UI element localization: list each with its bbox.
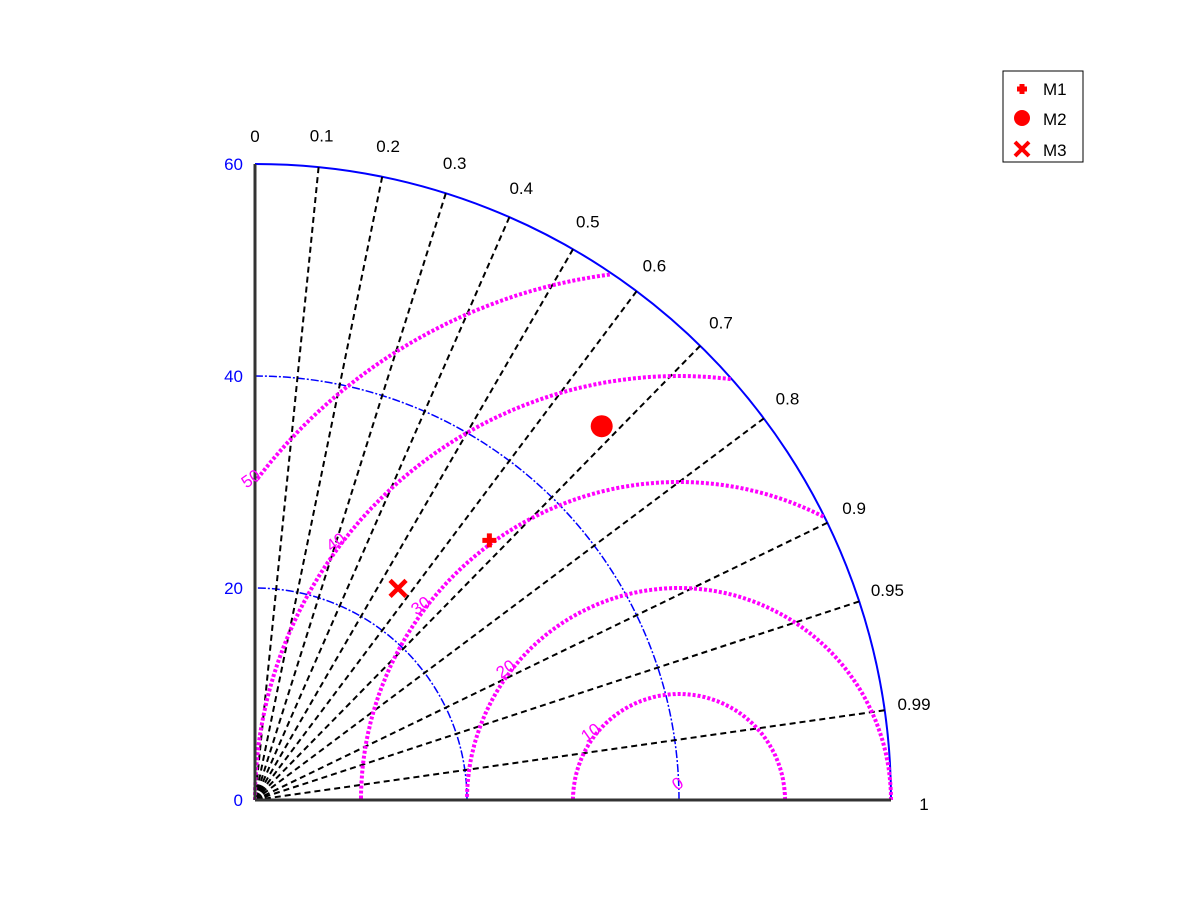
rms-contours	[253, 272, 893, 800]
legend-marker-m2	[1014, 110, 1030, 126]
rms-label-30: 30	[408, 593, 434, 619]
corr-tick-0-8: 0.8	[776, 390, 800, 409]
legend: M1 M2 M3	[1002, 70, 1084, 163]
corr-ray-0-3	[254, 192, 447, 801]
point-m2	[590, 415, 613, 438]
data-points	[388, 415, 613, 598]
corr-ray-0-4	[254, 216, 511, 801]
rms-contour-10	[571, 692, 787, 800]
corr-tick-0-3: 0.3	[443, 154, 467, 173]
corr-ray-0-6	[254, 290, 638, 801]
corr-tick-1: 1	[919, 795, 928, 814]
rms-label-40: 40	[323, 529, 349, 555]
corr-tick-0-4: 0.4	[509, 179, 533, 198]
axes	[253, 164, 891, 802]
legend-marker-m3	[1013, 140, 1031, 158]
rms-label-50: 50	[238, 466, 264, 492]
std-tick-60: 60	[224, 155, 243, 174]
std-arc-40	[254, 375, 680, 801]
legend-marker-m1	[1017, 84, 1027, 94]
correlation-rays	[254, 167, 885, 801]
corr-ray-0-5	[254, 248, 574, 801]
corr-tick-0-6: 0.6	[643, 257, 667, 276]
rms-contour-20	[465, 586, 893, 800]
rms-contour-50	[254, 272, 611, 483]
corr-tick-0-95: 0.95	[871, 581, 904, 600]
corr-tick-0-9: 0.9	[842, 499, 866, 518]
corr-ray-0-99	[254, 709, 885, 801]
legend-label-m2: M2	[1043, 110, 1067, 129]
corr-tick-0-99: 0.99	[897, 695, 930, 714]
corr-tick-0-1: 0.1	[310, 127, 334, 146]
std-grid	[254, 163, 892, 801]
point-m1	[482, 533, 497, 548]
std-tick-40: 40	[224, 367, 243, 386]
rms-label-0: 0	[668, 773, 687, 794]
corr-ray-0-1	[254, 167, 320, 801]
corr-tick-0: 0	[250, 127, 259, 146]
corr-ray-0-95	[254, 600, 860, 801]
corr-ray-0-9	[254, 521, 828, 801]
std-tick-0: 0	[234, 791, 243, 810]
corr-tick-0-7: 0.7	[709, 314, 733, 333]
rms-label-20: 20	[493, 656, 519, 682]
corr-tick-0-5: 0.5	[576, 213, 600, 232]
corr-ray-0-7	[254, 345, 701, 801]
std-arc-20	[254, 587, 468, 801]
rms-contour-30	[359, 480, 825, 800]
std-arc-60	[254, 163, 892, 801]
corr-ray-0-2	[254, 176, 384, 801]
rms-label-10: 10	[577, 719, 603, 745]
point-m3	[388, 578, 408, 598]
legend-label-m3: M3	[1043, 141, 1067, 160]
corr-ray-0-8	[254, 417, 765, 801]
std-tick-20: 20	[224, 579, 243, 598]
legend-label-m1: M1	[1043, 80, 1067, 99]
corr-tick-0-2: 0.2	[376, 137, 400, 156]
